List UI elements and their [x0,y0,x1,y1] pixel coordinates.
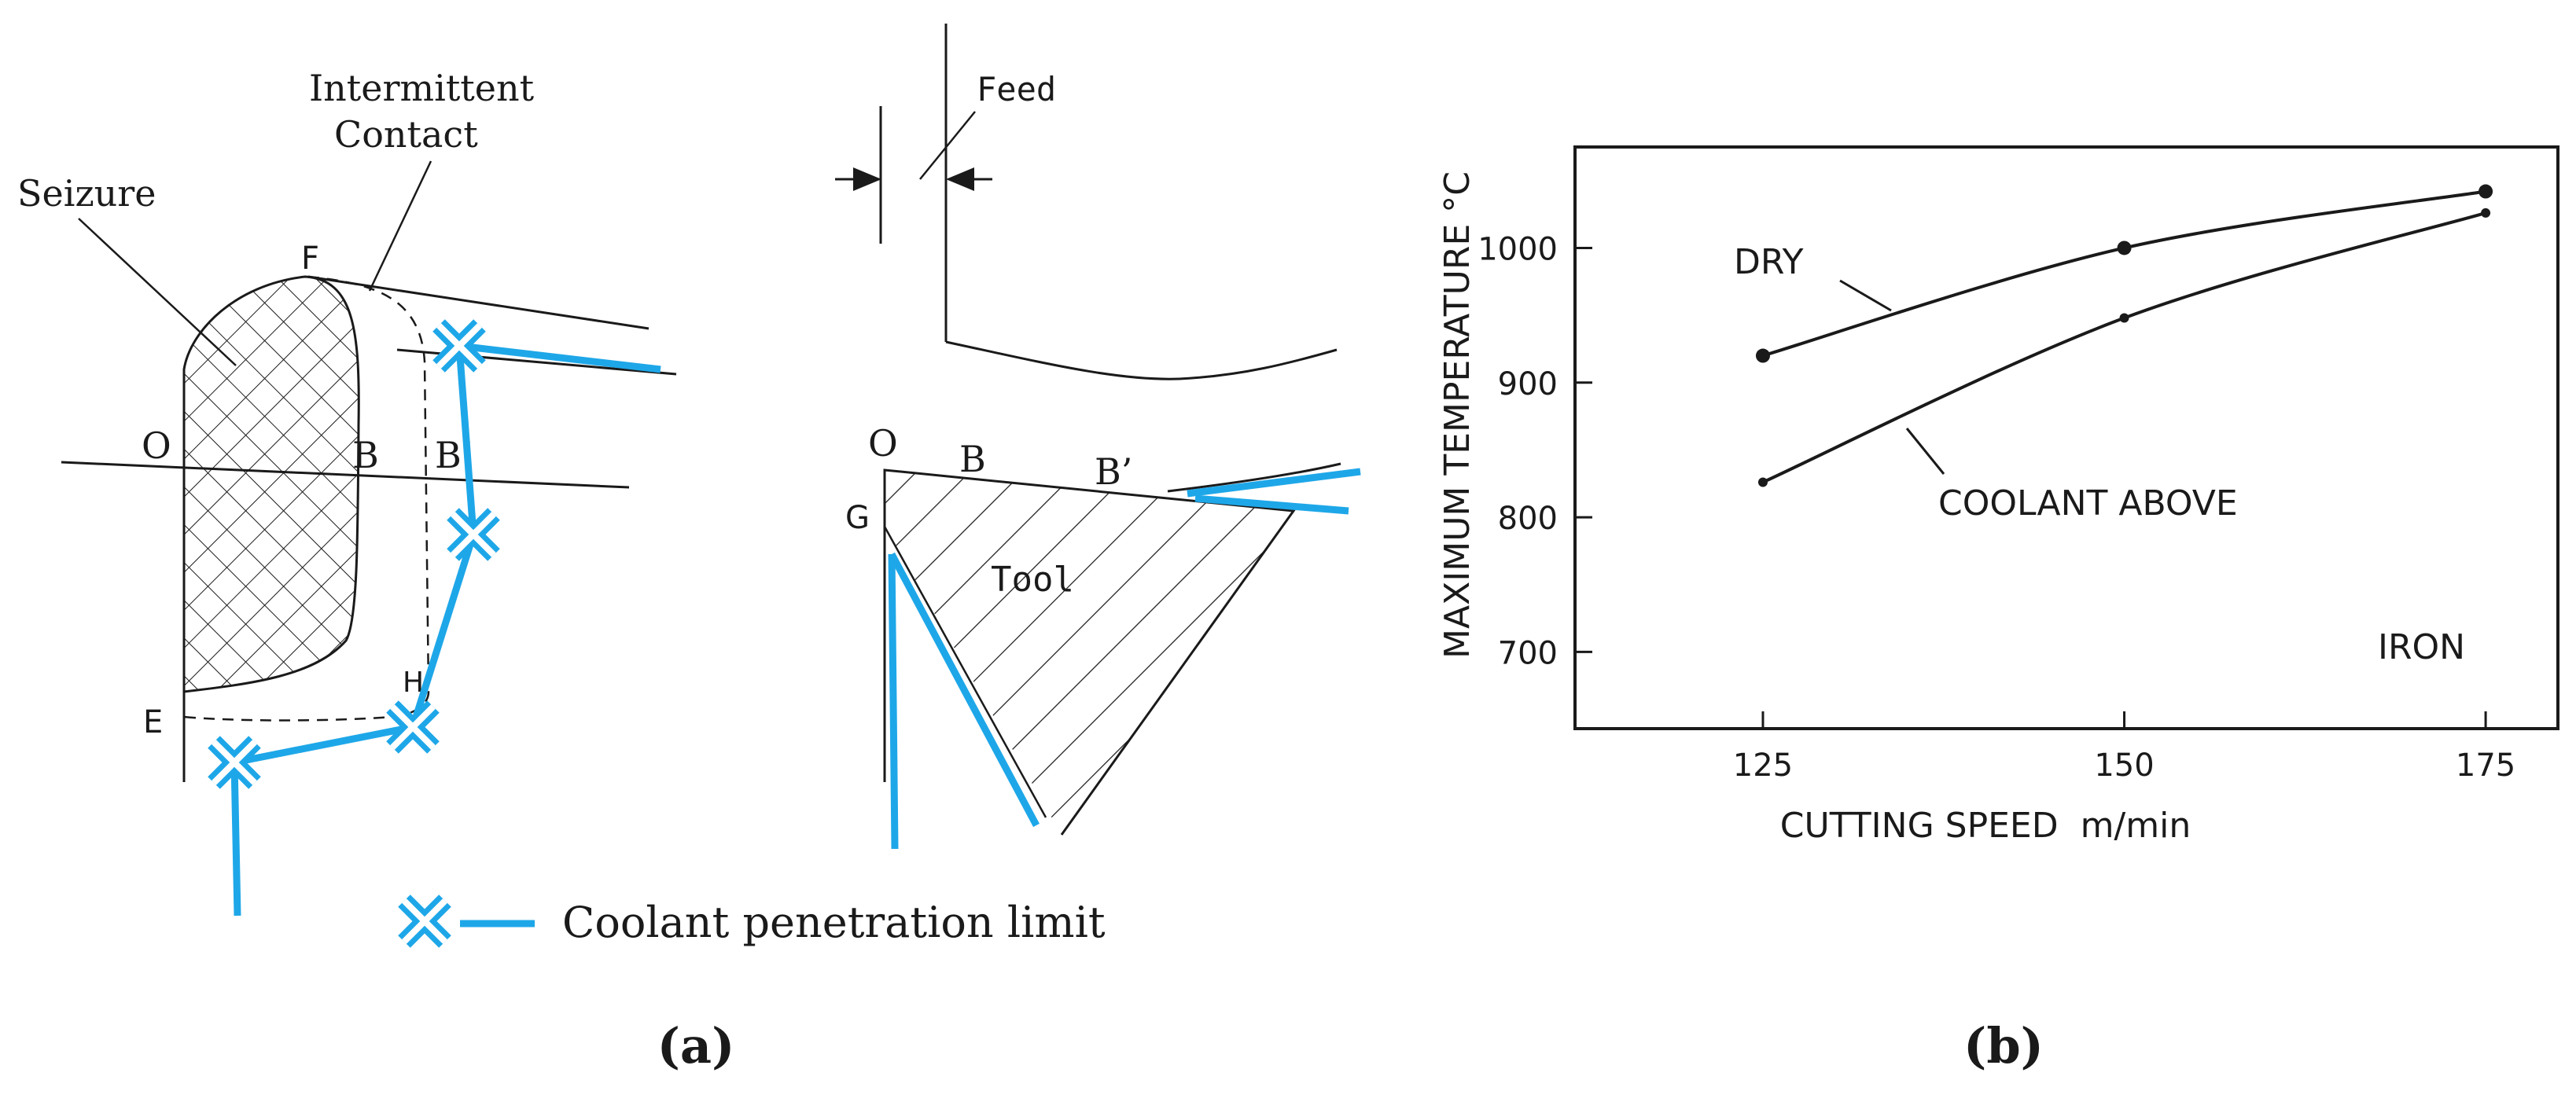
feed-leader [919,111,976,180]
x-axis-ticks: 125 150 175 [1733,711,2515,784]
point-o-label: O [142,424,171,467]
coolant-legend: Coolant penetration limit [404,898,1106,947]
caption-a: (a) [657,1017,735,1074]
coolant-limit-path [230,342,661,916]
point-o-label: O [868,422,898,465]
coolant-jet-rake-lower [1194,494,1349,515]
dry-series-label: DRY [1734,242,1804,282]
coolant-jet-flank-diag [889,552,1040,828]
panel-a-left-diagram: Seizure Intermittent Contact F O B B’ E … [17,67,677,916]
dry-series-leader [1839,279,1892,312]
caption-b: (b) [1963,1017,2044,1074]
plot-frame [1573,145,2559,730]
y-tick-label: 800 [1498,501,1558,537]
x-tick-label: 175 [2456,748,2515,784]
blue-cross-icon [404,901,445,942]
point-g-label: G [845,500,870,536]
intermittent-label-line1: Intermittent [309,67,535,109]
seizure-leader [78,218,237,366]
intermittent-leader [368,160,432,292]
x-axis-label: CUTTING SPEED m/min [1780,806,2191,846]
data-point-dry [2478,184,2493,199]
legend-label: Coolant penetration limit [562,898,1106,947]
x-tick-label: 125 [1733,748,1793,784]
point-e-label: E [143,704,163,740]
chip-upper-line [307,275,650,330]
series-layer [1755,184,2493,487]
y-tick-label: 900 [1498,366,1558,402]
y-tick-label: 700 [1498,635,1558,671]
shear-line [61,461,630,489]
workpiece-surface [945,340,1338,380]
intermittent-label-line2: Contact [334,113,478,156]
coolant-jet-flank [888,553,899,850]
series-line-dry [1762,189,2486,358]
data-point-dry [1755,348,1770,363]
temperature-chart: 700 800 900 1000 125 150 175 MAXIMUM TEMPERAT… [1437,145,2559,846]
data-point-coolant-above [2481,208,2491,218]
y-axis-ticks: 700 800 900 1000 [1478,231,1592,671]
coolant-series-leader [1905,428,1945,475]
tool-clearance-line [883,526,1047,818]
data-point-dry [2117,241,2132,255]
x-tick-label: 150 [2094,748,2154,784]
tool-label: Tool [991,560,1074,600]
point-f-label: F [301,241,319,277]
panel-a-right-diagram: Feed O B B’ G Tool [835,24,1361,850]
iron-annotation: IRON [2378,627,2465,667]
data-point-coolant-above [2119,313,2129,323]
seizure-region [182,275,360,693]
y-tick-label: 1000 [1478,231,1558,267]
data-point-coolant-above [1757,477,1768,487]
y-axis-label: MAXIMUM TEMPERATURE °C [1437,171,1478,659]
point-b-label: B [959,438,986,480]
point-b-label: B [352,434,379,476]
chip-underside [1167,462,1341,493]
point-bprime-label: B’ [1095,450,1132,493]
coolant-series-label: COOLANT ABOVE [1938,483,2238,523]
coolant-jet-rake [1187,468,1361,498]
tool-body [885,470,1294,835]
seizure-label: Seizure [17,172,156,215]
feed-label: Feed [977,70,1056,108]
